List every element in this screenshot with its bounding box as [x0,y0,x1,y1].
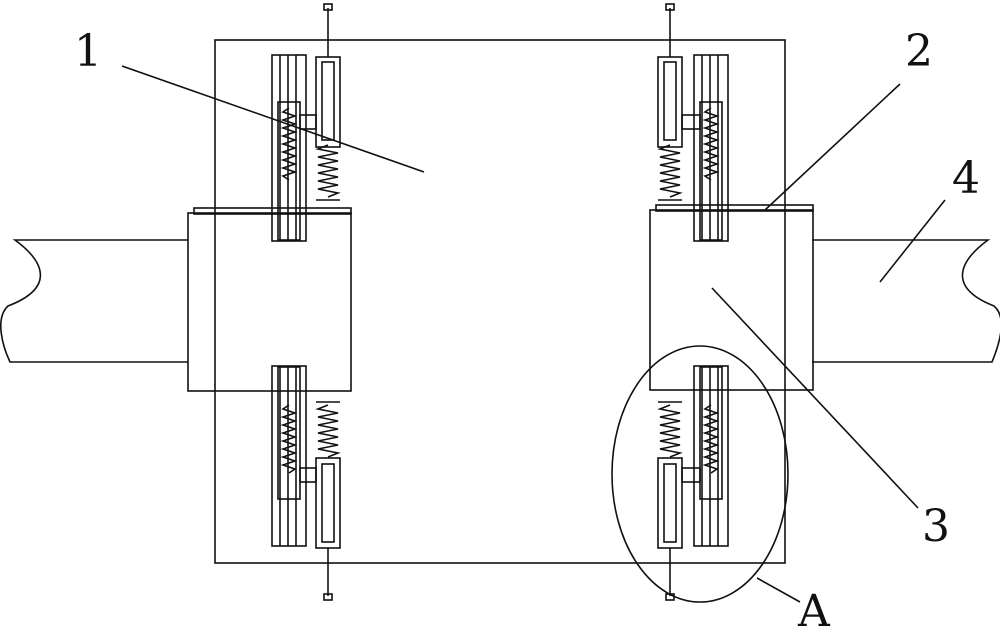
mechanism-top-right [657,3,729,242]
leader-line-4 [879,199,946,283]
right-clamp-block [649,204,814,391]
right-shaft [812,239,1000,363]
label-part-4: 4 [952,153,980,204]
label-part-3: 3 [922,501,950,552]
mechanism-top-left [271,3,341,242]
leader-line-2 [764,83,901,211]
label-detail-a: A [798,586,830,637]
label-part-1: 1 [74,26,102,77]
leader-line-A [756,577,801,603]
detail-a-ellipse [611,345,789,603]
leader-line-3 [711,287,919,509]
mechanism-bottom-right [657,365,729,601]
leader-line-1 [121,65,425,173]
left-clamp-block [187,207,352,392]
main-body [214,39,786,564]
label-part-2: 2 [905,26,933,77]
mechanism-bottom-left [271,365,341,601]
left-shaft [0,239,188,363]
